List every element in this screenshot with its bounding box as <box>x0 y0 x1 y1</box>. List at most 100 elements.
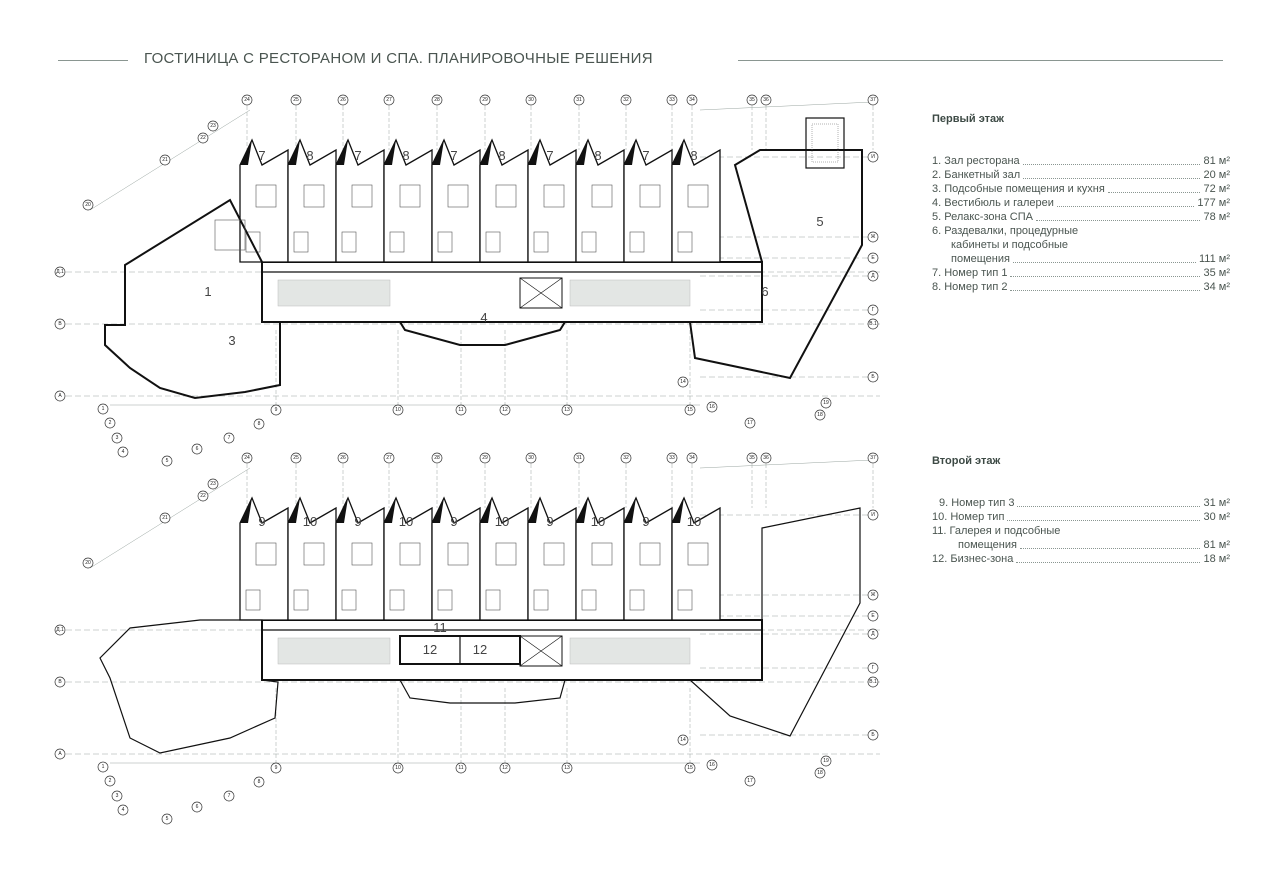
bathroom <box>485 231 501 253</box>
leader-dots <box>1012 262 1196 263</box>
axis-label: 15 <box>687 765 693 771</box>
balcony-wall <box>624 498 636 523</box>
bathroom <box>437 231 453 253</box>
axis-circle <box>54 390 66 402</box>
axis-bubble: 20 <box>82 557 94 569</box>
legend-area: 81 м² <box>1203 539 1230 551</box>
axis-circle <box>706 401 718 413</box>
bathroom <box>245 231 261 253</box>
balcony-wall <box>624 140 636 165</box>
axis-label: Д <box>871 273 875 279</box>
axis-circle <box>197 132 209 144</box>
axis-label: 8 <box>258 779 261 785</box>
room-number: 8 <box>306 148 313 163</box>
axis-circle <box>867 304 879 316</box>
leader-dots <box>1022 164 1201 165</box>
axis-bubble: В <box>54 318 66 330</box>
room-number: 7 <box>546 148 553 163</box>
axis-bubble: 7 <box>223 432 235 444</box>
bed <box>543 542 565 566</box>
legend-label: 1. Зал ресторана <box>932 155 1020 167</box>
axis-circle <box>677 376 689 388</box>
axis-label: 1 <box>102 764 105 770</box>
axis-label: 37 <box>870 97 876 103</box>
axis-label: 31 <box>576 97 582 103</box>
axis-circle <box>666 94 678 106</box>
leader-dots <box>1010 276 1201 277</box>
axis-circle <box>867 270 879 282</box>
axis-label: 13 <box>564 765 570 771</box>
bed <box>351 542 373 566</box>
axis-label: 5 <box>166 816 169 822</box>
axis-bubble: А <box>54 390 66 402</box>
axis-bubble: 31 <box>573 452 585 464</box>
axis-circle <box>620 94 632 106</box>
legend-area: 20 м² <box>1203 169 1230 181</box>
dimension-line <box>699 101 874 111</box>
legend-label: 3. Подсобные помещения и кухня <box>932 183 1105 195</box>
legend-item: 11. Галерея и подсобные <box>932 524 1230 538</box>
legend-label: 11. Галерея и подсобные <box>932 525 1061 537</box>
room-number: 7 <box>354 148 361 163</box>
axis-label: 17 <box>747 778 753 784</box>
axis-circle <box>561 404 573 416</box>
bed <box>447 184 469 208</box>
axis-bubble: 10 <box>392 404 404 416</box>
axis-label: 34 <box>689 455 695 461</box>
room-number: 10 <box>495 514 509 529</box>
room-number: 7 <box>258 148 265 163</box>
axis-bubble: А <box>54 748 66 760</box>
axis-circle <box>82 557 94 569</box>
balcony-wall <box>672 140 684 165</box>
axis-bubble: 1 <box>97 403 109 415</box>
bed <box>399 542 421 566</box>
elevator-cross <box>519 277 563 309</box>
room-number: 7 <box>642 148 649 163</box>
axis-label: 28 <box>434 455 440 461</box>
axis-circle <box>117 446 129 458</box>
axis-bubble: 7 <box>223 790 235 802</box>
balcony-wall <box>480 140 492 165</box>
axis-circle <box>479 94 491 106</box>
axis-bubble: В.1 <box>867 318 879 330</box>
axis-bubble: 29 <box>479 94 491 106</box>
axis-label: 1 <box>102 406 105 412</box>
bed <box>495 184 517 208</box>
axis-label: И <box>871 512 875 518</box>
room-number: 10 <box>687 514 701 529</box>
axis-circle <box>270 404 282 416</box>
axis-circle <box>760 94 772 106</box>
axis-label: 27 <box>386 97 392 103</box>
axis-bubble: 25 <box>290 94 302 106</box>
leader-dots <box>1035 220 1201 221</box>
bathroom <box>485 589 501 611</box>
bed <box>303 542 325 566</box>
axis-bubble: Д <box>867 628 879 640</box>
axis-label: 31 <box>576 455 582 461</box>
room-number: 9 <box>354 514 361 529</box>
axis-circle <box>814 767 826 779</box>
axis-bubble: 18 <box>814 767 826 779</box>
room-number: 8 <box>402 148 409 163</box>
axis-bubble: 37 <box>867 452 879 464</box>
axis-circle <box>54 266 66 278</box>
axis-bubble: 4 <box>117 446 129 458</box>
axis-label: 33 <box>669 455 675 461</box>
axis-circle <box>867 676 879 688</box>
leader-dots <box>1023 178 1201 179</box>
axis-circle <box>499 762 511 774</box>
room-number: 10 <box>399 514 413 529</box>
axis-circle <box>620 452 632 464</box>
bed <box>399 184 421 208</box>
axis-label: 15 <box>687 407 693 413</box>
axis-label: 24 <box>244 97 250 103</box>
axis-circle <box>253 776 265 788</box>
axis-label: 18 <box>817 770 823 776</box>
axis-circle <box>820 755 832 767</box>
axis-circle <box>159 512 171 524</box>
axis-circle <box>241 452 253 464</box>
axis-label: В <box>58 321 62 327</box>
room-number: 12 <box>473 642 487 657</box>
axis-label: 7 <box>228 793 231 799</box>
axis-bubble: 9 <box>270 762 282 774</box>
